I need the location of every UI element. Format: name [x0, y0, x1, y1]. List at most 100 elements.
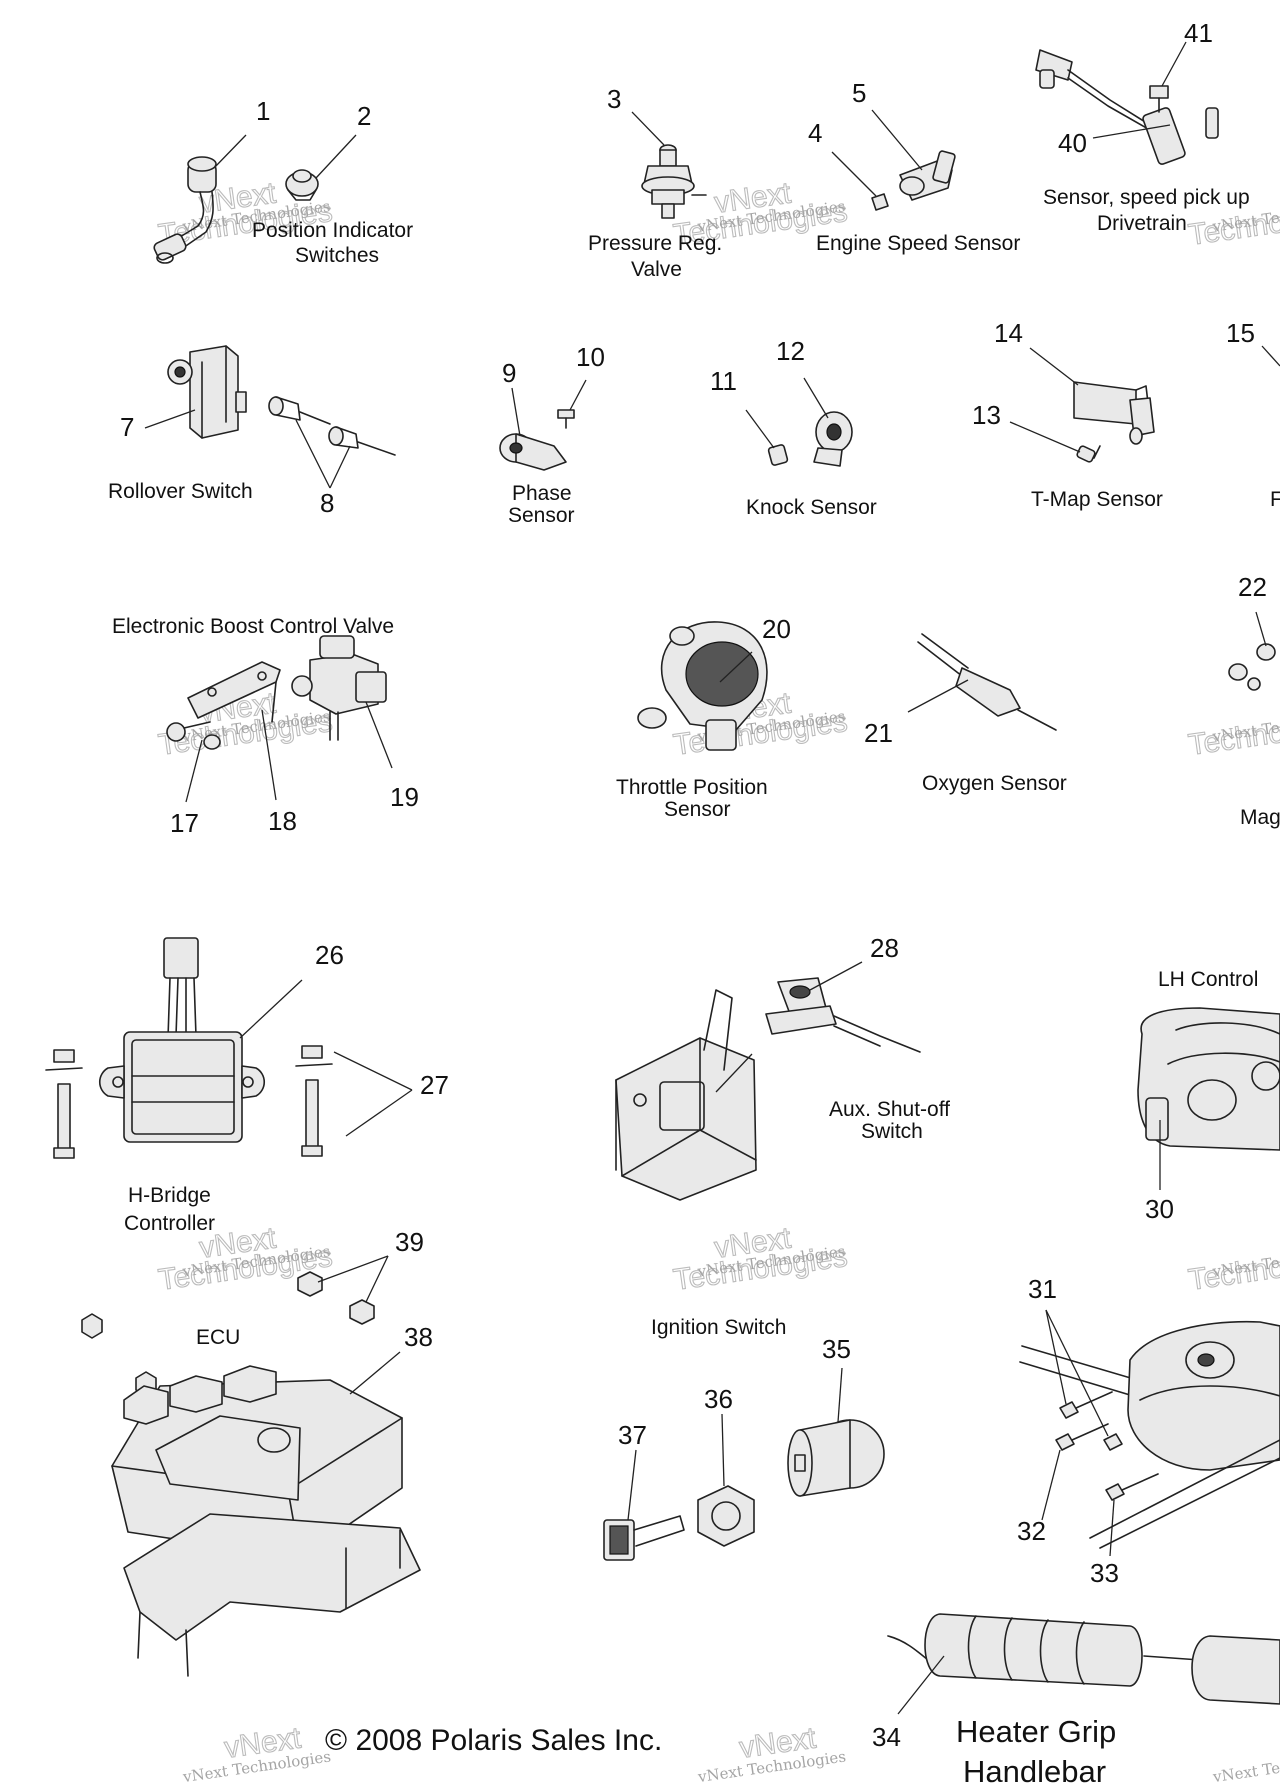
leader-31a	[1045, 1309, 1067, 1405]
leader-4	[831, 151, 877, 197]
callout-1: 1	[256, 96, 270, 126]
leader-2	[315, 134, 357, 179]
leader-18	[261, 709, 277, 801]
watermark: Technologies vNext vNext Technologies	[156, 176, 335, 253]
leader-37	[349, 1351, 401, 1395]
callout-20: 20	[762, 614, 791, 644]
callout-34: 35	[822, 1334, 851, 1364]
leader-3	[631, 111, 665, 146]
copyright: © 2008 Polaris Sales Inc.	[325, 1724, 662, 1757]
label-edge-f: F	[1270, 488, 1280, 511]
callout-7: 7	[120, 412, 134, 442]
label-heater-handlebar: Handlebar	[963, 1754, 1106, 1789]
leader-5	[871, 109, 923, 171]
callout-21: 21	[864, 718, 893, 748]
leader-40	[1092, 124, 1171, 139]
watermark: Technologies vNext vNext Technologies	[671, 1221, 850, 1298]
h-bridge-controller-illustration	[99, 937, 265, 1143]
leader-38a	[317, 1255, 389, 1283]
callout-33: 33	[1090, 1558, 1119, 1588]
label-position-indicator-2: Switches	[295, 244, 379, 267]
handlebar-mount-illustration	[1019, 1320, 1280, 1549]
screw-17-illustration	[166, 721, 211, 742]
leader-26	[239, 979, 303, 1039]
screw-10-illustration	[557, 409, 575, 429]
callout-26: 26	[315, 940, 344, 970]
lh-control-illustration	[1137, 1007, 1280, 1151]
nut-35-illustration	[697, 1485, 755, 1547]
screw-31-illustration	[1059, 1391, 1123, 1451]
label-pressure-reg: Pressure Reg.	[588, 232, 722, 255]
watermark: Technologies vNext Technologies	[1186, 704, 1280, 762]
pressure-regulator-valve-illustration	[641, 144, 707, 219]
watermark: Technologies vNext vNext Technologies	[671, 176, 850, 253]
leader-19	[365, 701, 393, 769]
label-ignition: Ignition Switch	[651, 1316, 786, 1339]
position-indicator-switch-illustration	[153, 156, 217, 264]
watermark: vNext vNext Technologies	[696, 1721, 847, 1786]
aux-shutoff-switch-illustration	[615, 977, 921, 1201]
screw-13-illustration	[1076, 445, 1101, 463]
callout-27: 27	[420, 1070, 449, 1100]
leader-28	[809, 961, 863, 991]
leader-9	[511, 387, 521, 437]
callout-36: 37	[618, 1420, 647, 1450]
leader-32	[1041, 1449, 1061, 1521]
heater-grip-illustration	[887, 1613, 1280, 1705]
callout-32: 32	[1017, 1516, 1046, 1546]
svg-text:vNext Technologies: vNext Technologies	[1211, 1747, 1280, 1786]
bolt-27-left-illustration	[45, 1049, 83, 1159]
callout-18: 18	[268, 806, 297, 836]
callout-31: 31	[1028, 1274, 1057, 1304]
label-aux-shutoff: Aux. Shut-off	[829, 1098, 950, 1121]
callout-40: 40	[1058, 128, 1087, 158]
callout-38: 39	[395, 1227, 424, 1257]
label-engine-speed: Engine Speed Sensor	[816, 232, 1020, 255]
leader-38b	[365, 1255, 389, 1303]
ecu-nuts-illustration	[81, 1313, 157, 1397]
callout-11: 11	[710, 366, 737, 396]
boost-control-valve-illustration	[291, 635, 387, 741]
callout-9: 9	[502, 358, 516, 388]
leader-7	[144, 409, 196, 429]
ignition-key-36-illustration	[603, 1515, 685, 1561]
label-throttle-2: Sensor	[664, 798, 731, 821]
leader-14	[1029, 347, 1079, 386]
leader-33	[1109, 1499, 1115, 1557]
throttle-position-sensor-illustration	[637, 621, 768, 751]
label-knock: Knock Sensor	[746, 496, 877, 519]
boost-valve-bracket-illustration	[187, 661, 281, 723]
callout-41: 41	[1184, 18, 1213, 48]
leader-1	[213, 134, 247, 169]
pin-8-illustration	[268, 396, 396, 456]
speed-pickup-sensor-illustration	[1035, 49, 1219, 165]
ecu-illustration	[111, 1365, 421, 1677]
screw-33-illustration	[1105, 1473, 1159, 1501]
label-mag: Mag	[1240, 806, 1280, 829]
leader-20	[719, 651, 753, 683]
bolt-27-right-illustration	[295, 1045, 333, 1157]
knock-sensor-illustration	[813, 411, 853, 467]
callout-22: 22	[1238, 572, 1267, 602]
tmap-sensor-illustration	[1073, 381, 1155, 445]
watermark: vNext vNext Technologies	[181, 1721, 332, 1786]
leader-31b	[1045, 1309, 1109, 1437]
callout-8: 8	[320, 488, 334, 518]
callout-4: 4	[808, 118, 822, 148]
callout-13: 13	[972, 400, 1001, 430]
callout-37: 38	[404, 1322, 433, 1352]
label-ecu: ECU	[196, 1326, 240, 1349]
label-position-indicator: Position Indicator	[252, 219, 413, 242]
callout-39: 34	[872, 1722, 901, 1752]
leader-8b	[329, 445, 351, 489]
callout-17: 17	[170, 808, 199, 838]
nut-18-illustration	[203, 734, 221, 750]
label-lh-control: LH Control	[1158, 968, 1258, 991]
oxygen-sensor-illustration	[917, 633, 1057, 731]
leader-13	[1009, 421, 1081, 453]
bolt-41-illustration	[1149, 85, 1169, 113]
leader-17	[185, 739, 203, 803]
label-hbridge: H-Bridge	[128, 1184, 211, 1207]
screw-4-illustration	[871, 193, 889, 211]
